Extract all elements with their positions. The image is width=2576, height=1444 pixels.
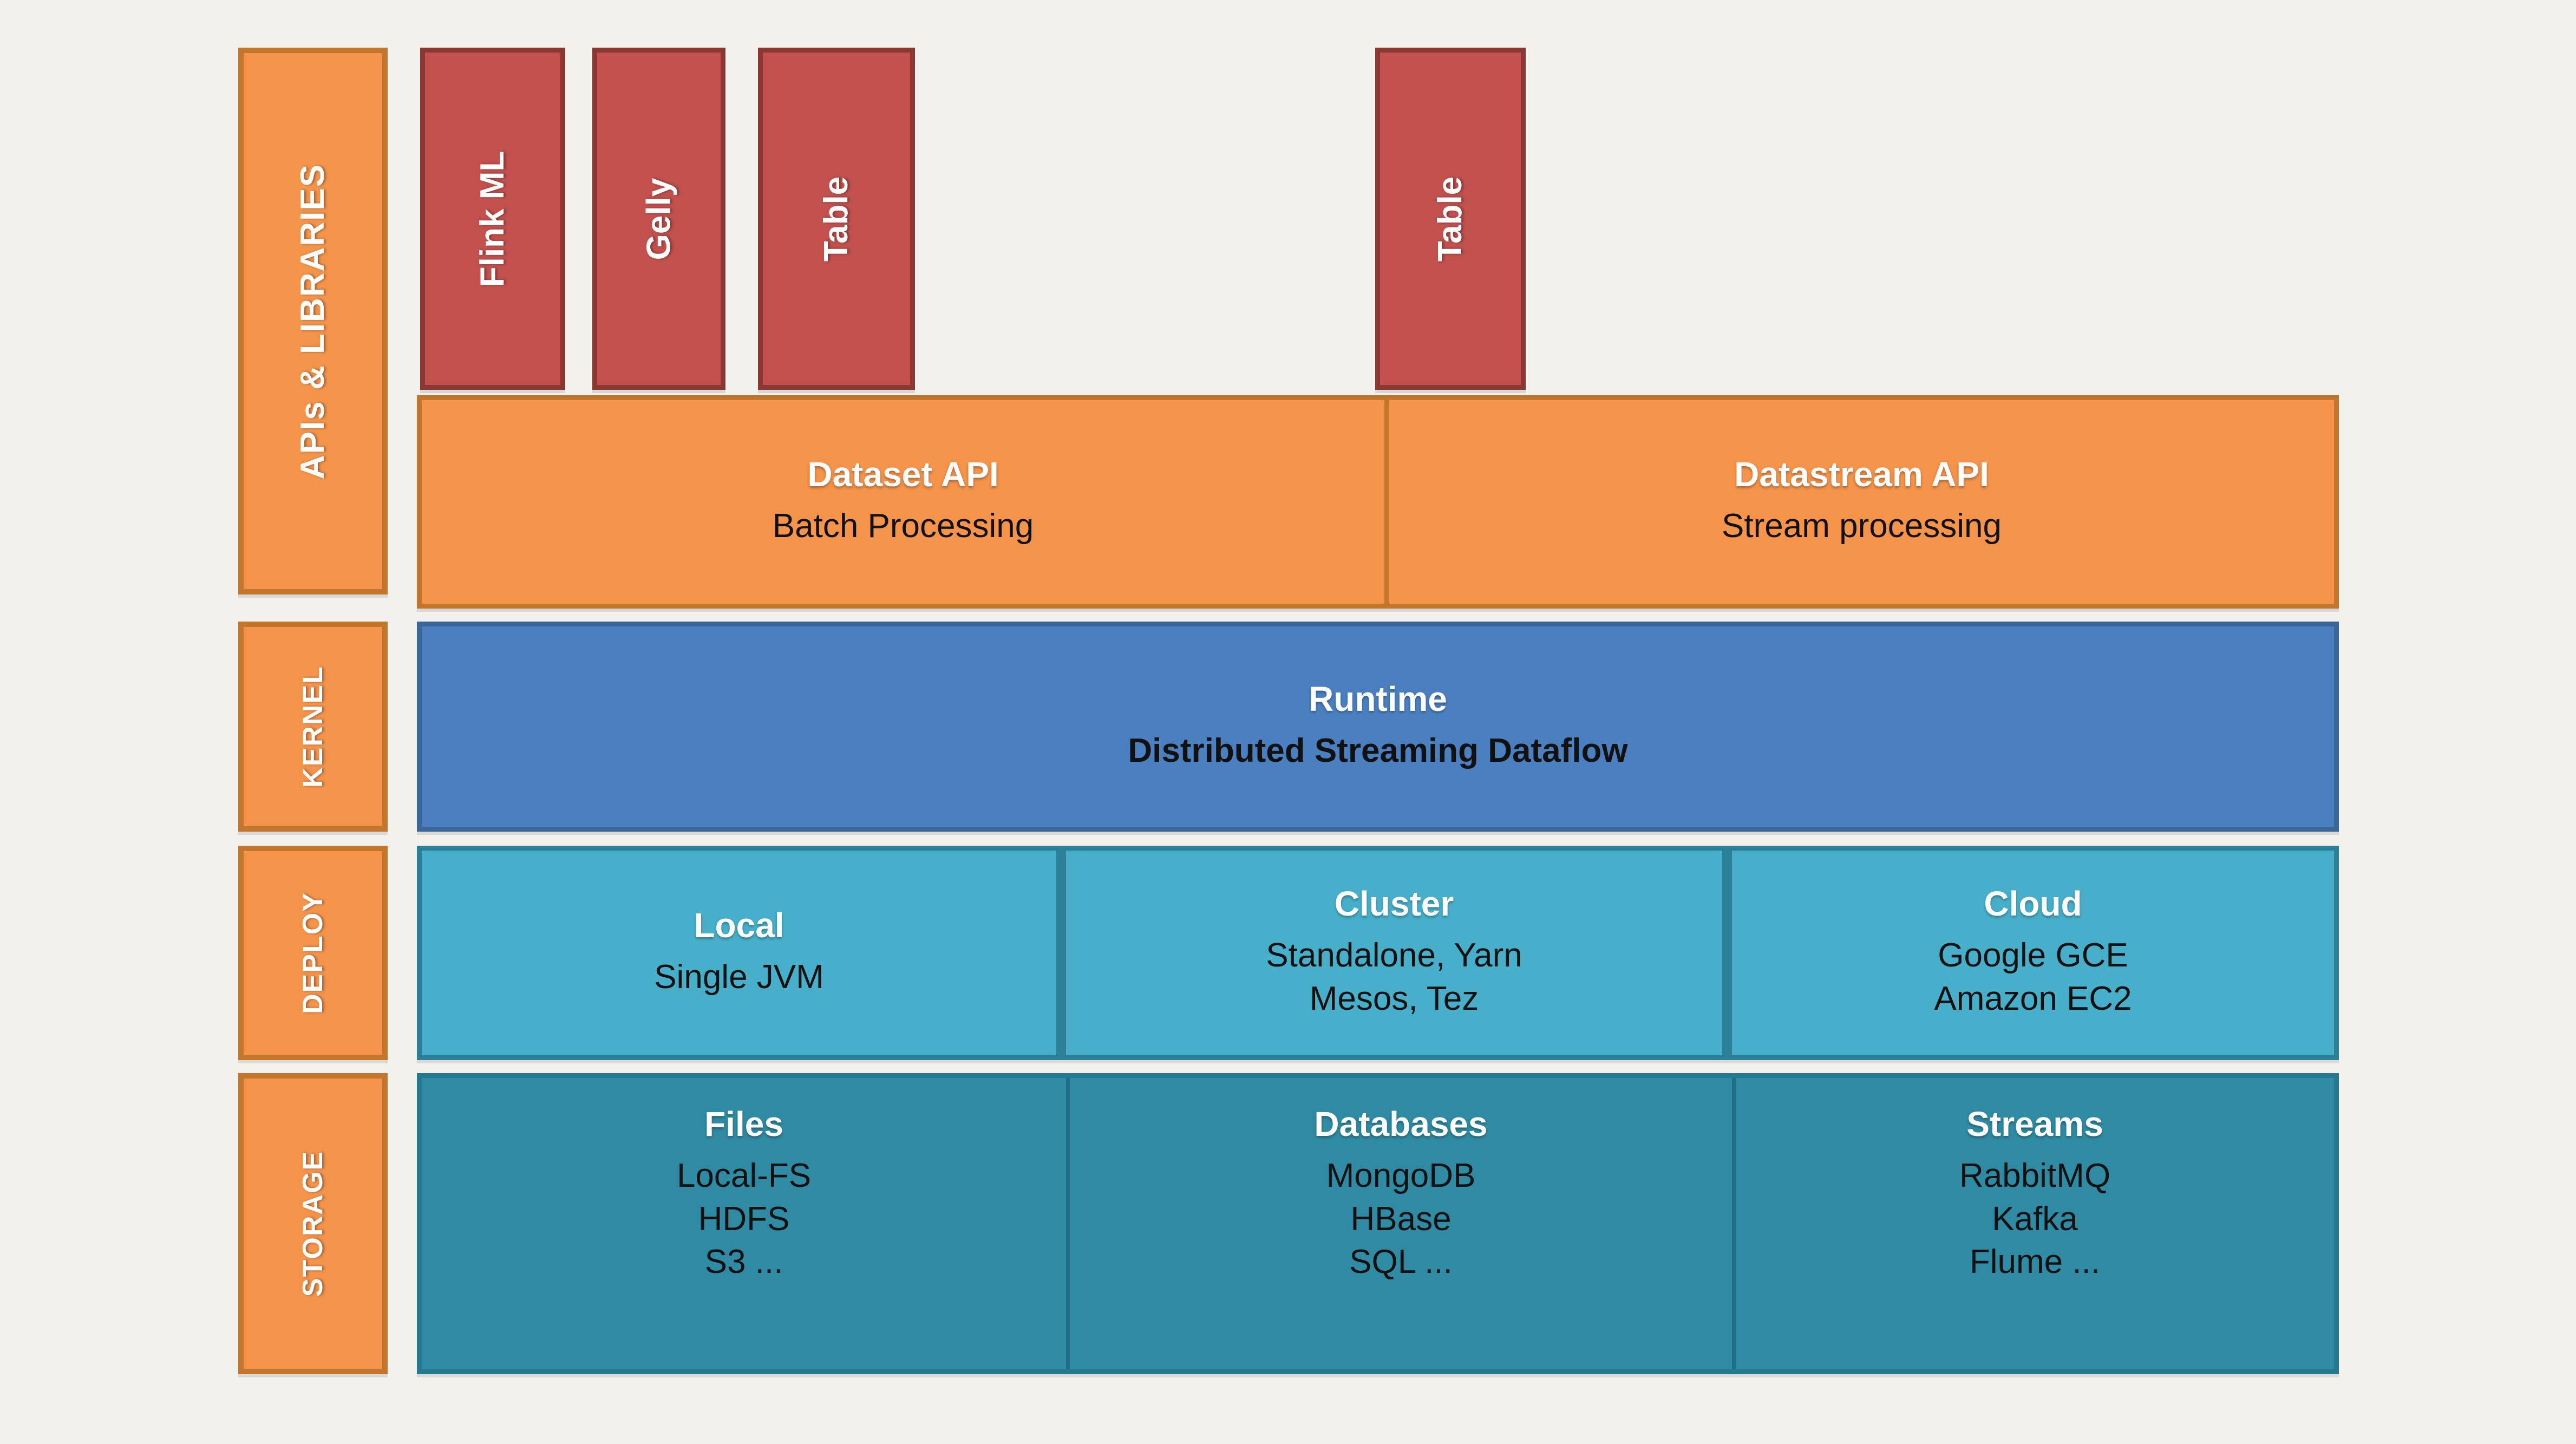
storage-cell-streams-title: Streams — [1966, 1105, 2103, 1144]
deploy-cell-cloud-line-0: Google GCE — [1938, 937, 2128, 975]
library-chip-gelly[interactable]: Gelly — [592, 48, 725, 390]
storage-cell-databases-line-2: SQL ... — [1349, 1243, 1453, 1280]
sidebar-label-storage: STORAGE — [238, 1073, 388, 1374]
storage-cell-streams[interactable]: Streams RabbitMQ Kafka Flume ... — [1732, 1078, 2334, 1369]
deploy-cell-local-line-0: Single JVM — [654, 958, 824, 996]
api-cell-datastream[interactable]: Datastream API Stream processing — [1384, 400, 2334, 604]
sidebar-label-apis-libraries-text: APIs & LIBRARIES — [294, 163, 332, 479]
deploy-cell-cloud[interactable]: Cloud Google GCE Amazon EC2 — [1727, 846, 2339, 1060]
storage-cell-databases-title: Databases — [1314, 1105, 1488, 1144]
storage-layer-band: Files Local-FS HDFS S3 ... Databases Mon… — [417, 1073, 2339, 1374]
deploy-cell-cloud-line-1: Amazon EC2 — [1934, 979, 2132, 1017]
storage-cell-files-line-1: HDFS — [698, 1200, 790, 1238]
storage-cell-files-line-0: Local-FS — [676, 1157, 812, 1195]
storage-cell-databases[interactable]: Databases MongoDB HBase SQL ... — [1066, 1078, 1732, 1369]
library-chip-table-batch-label: Table — [818, 176, 855, 262]
kernel-layer-subtitle: Distributed Streaming Dataflow — [1128, 731, 1628, 769]
api-cell-datastream-subtitle: Stream processing — [1722, 507, 2002, 545]
deploy-cell-cluster-line-1: Mesos, Tez — [1309, 979, 1479, 1017]
api-layer-band: Dataset API Batch Processing Datastream … — [417, 395, 2339, 609]
storage-cell-files-title: Files — [704, 1105, 783, 1144]
sidebar-label-storage-text: STORAGE — [297, 1150, 329, 1297]
deploy-cell-local[interactable]: Local Single JVM — [417, 846, 1061, 1060]
storage-cell-databases-line-0: MongoDB — [1326, 1157, 1476, 1195]
library-chip-table-stream[interactable]: Table — [1375, 48, 1526, 390]
api-cell-datastream-title: Datastream API — [1734, 454, 1989, 494]
library-chip-flink-ml[interactable]: Flink ML — [420, 48, 565, 390]
storage-cell-streams-line-1: Kafka — [1992, 1200, 2078, 1238]
library-chip-gelly-label: Gelly — [640, 178, 678, 260]
deploy-cell-cluster-line-0: Standalone, Yarn — [1266, 937, 1522, 975]
storage-cell-databases-line-1: HBase — [1350, 1200, 1452, 1238]
api-cell-dataset-subtitle: Batch Processing — [772, 507, 1034, 545]
deploy-cell-local-title: Local — [694, 905, 784, 945]
storage-cell-files-line-2: S3 ... — [704, 1243, 783, 1280]
library-chip-flink-ml-label: Flink ML — [474, 151, 512, 287]
deploy-cell-cloud-title: Cloud — [1984, 884, 2082, 924]
sidebar-label-kernel: KERNEL — [238, 622, 388, 832]
storage-cell-streams-line-2: Flume ... — [1969, 1243, 2101, 1280]
sidebar-label-apis-libraries: APIs & LIBRARIES — [238, 48, 388, 594]
sidebar-label-kernel-text: KERNEL — [297, 665, 329, 788]
sidebar-label-deploy-text: DEPLOY — [297, 892, 329, 1014]
storage-cell-streams-line-0: RabbitMQ — [1959, 1157, 2111, 1195]
deploy-cell-cluster-title: Cluster — [1334, 884, 1454, 924]
storage-cell-files[interactable]: Files Local-FS HDFS S3 ... — [422, 1078, 1066, 1369]
kernel-layer-runtime[interactable]: Runtime Distributed Streaming Dataflow — [417, 622, 2339, 832]
api-cell-dataset[interactable]: Dataset API Batch Processing — [422, 400, 1384, 604]
api-cell-dataset-title: Dataset API — [807, 454, 999, 494]
sidebar-label-deploy: DEPLOY — [238, 846, 388, 1060]
library-chip-table-batch[interactable]: Table — [758, 48, 915, 390]
library-chip-table-stream-label: Table — [1431, 176, 1469, 262]
deploy-cell-cluster[interactable]: Cluster Standalone, Yarn Mesos, Tez — [1061, 846, 1727, 1060]
kernel-layer-title: Runtime — [1309, 679, 1447, 718]
